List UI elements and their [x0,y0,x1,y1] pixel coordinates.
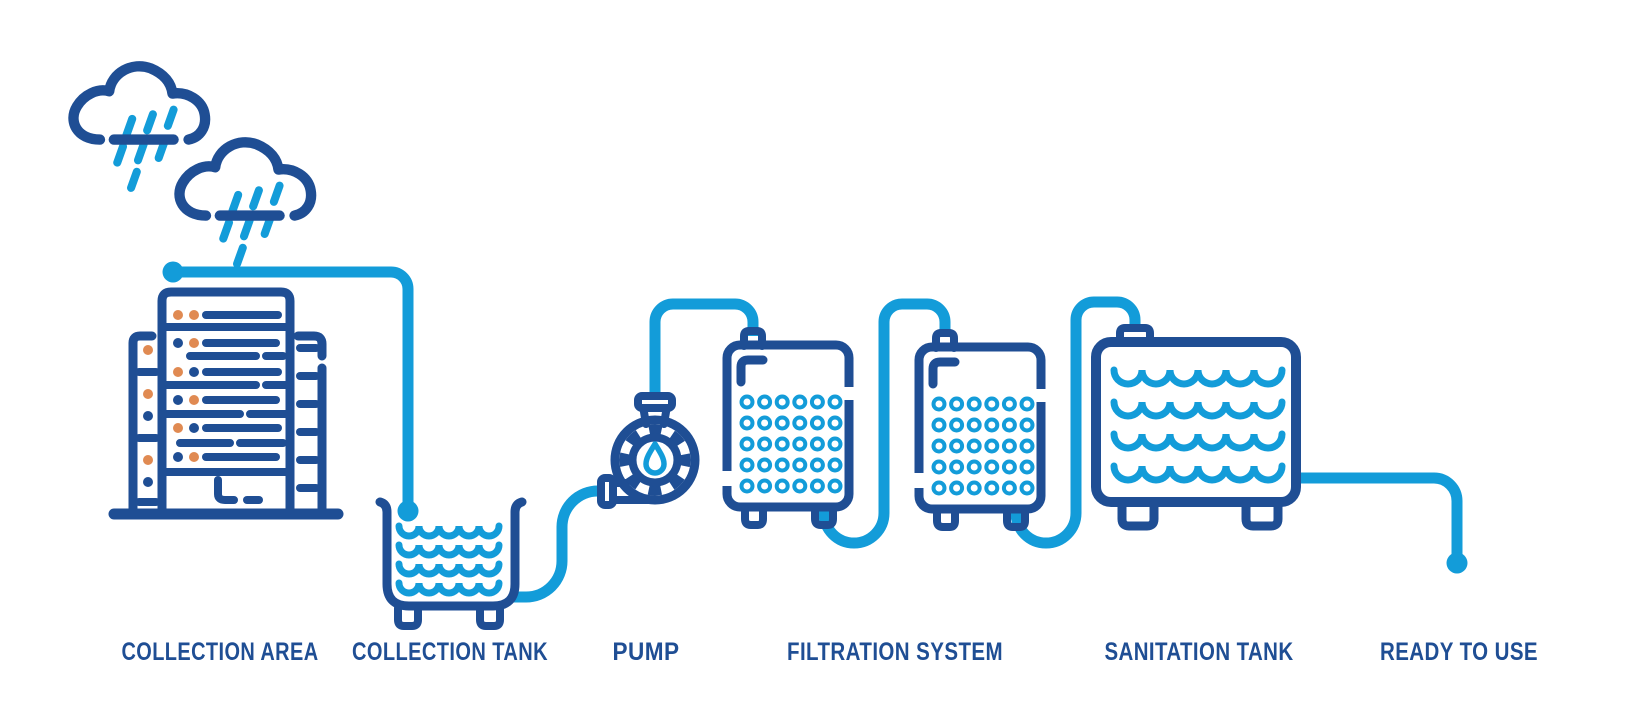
pipe-filter2-to-sanitation [1010,296,1141,549]
label-collection-tank: COLLECTION TANK [352,638,548,666]
filtration-unit-2-icon [919,333,1041,527]
tank-foot [1117,499,1159,531]
label-filtration-system: FILTRATION SYSTEM [787,638,1003,666]
rain-cloud-icon [179,142,311,264]
pipe-tank-to-pump [513,485,606,603]
collection-tank-icon [375,497,527,630]
pipe-sanitation-to-outlet [1294,472,1468,574]
building-central-tower [157,287,295,517]
building-right-tower [293,331,327,517]
pump-icon [597,392,700,509]
collection-area-building-icon [108,287,344,520]
rain-cloud-icon [73,66,205,188]
pipe-inlet-dot [397,500,419,522]
pipe-pump-to-filter1 [649,298,759,398]
water-waves [1110,366,1286,484]
step-labels: COLLECTION AREA COLLECTION TANK PUMP FIL… [122,638,1538,666]
sanitation-tank-icon [1091,324,1301,531]
filtration-unit-1-icon [727,331,849,525]
gear-icon [619,424,691,496]
tank-foot [394,604,422,630]
label-pump: PUMP [613,638,680,666]
building-door [214,476,238,504]
water-drop-icon [643,441,667,476]
building-left-tower [128,331,160,517]
water-waves [395,522,503,597]
tank-top-port [1116,324,1154,344]
tank-foot [1241,499,1283,531]
pipe-filter1-to-filter2 [818,298,951,549]
pipe-cloud-to-collection-tank [162,261,419,522]
outlet-end-dot [1446,552,1468,574]
building-floor-row [173,310,282,462]
pump-outlet-flange [597,474,617,509]
label-sanitation-tank: SANITATION TANK [1105,638,1294,666]
label-collection-area: COLLECTION AREA [122,638,319,666]
pump-top-flange [634,392,676,412]
label-ready-to-use: READY TO USE [1380,638,1538,666]
tank-foot [476,604,504,630]
